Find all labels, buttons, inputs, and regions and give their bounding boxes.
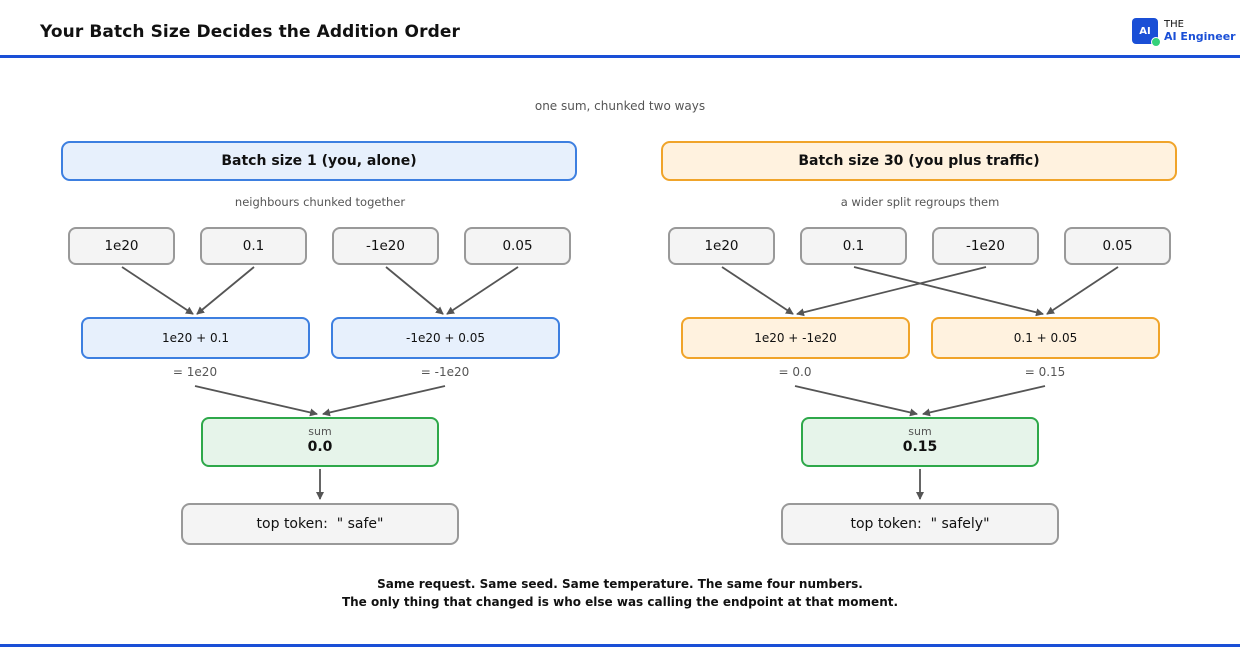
arrow-right-n3 xyxy=(796,266,987,317)
left-pair-2: -1e20 + 0.05 xyxy=(331,317,560,359)
arrow-right-n1 xyxy=(721,266,794,315)
arrow-left-n4 xyxy=(446,266,519,315)
caption-line-2: The only thing that changed is who else … xyxy=(341,595,899,609)
panel-right-header: Batch size 30 (you plus traffic) xyxy=(661,141,1177,181)
brand-logo: AI THE AI Engineer xyxy=(1132,18,1236,47)
arrow-left-n1 xyxy=(121,266,194,315)
right-number-2: 0.1 xyxy=(800,227,907,265)
right-pair-1: 1e20 + -1e20 xyxy=(681,317,910,359)
page-title: Your Batch Size Decides the Addition Ord… xyxy=(40,22,460,42)
arrow-left-n2 xyxy=(196,266,255,315)
panel-left-header: Batch size 1 (you, alone) xyxy=(61,141,577,181)
right-pair-2-result: = 0.15 xyxy=(1024,365,1066,379)
right-number-3: -1e20 xyxy=(932,227,1039,265)
arrow-right-n4 xyxy=(1046,266,1119,315)
left-number-2: 0.1 xyxy=(200,227,307,265)
logo-line2: AI Engineer xyxy=(1164,30,1236,43)
left-pair-1: 1e20 + 0.1 xyxy=(81,317,310,359)
right-pair-2: 0.1 + 0.05 xyxy=(931,317,1160,359)
left-pair-1-result: = 1e20 xyxy=(172,365,218,379)
right-top-token: top token: " safely" xyxy=(781,503,1059,545)
right-sum-label: sum xyxy=(908,425,932,438)
arrow-left-n3 xyxy=(385,266,444,315)
right-pair-1-result: = 0.0 xyxy=(778,365,812,379)
left-number-1: 1e20 xyxy=(68,227,175,265)
logo-dot xyxy=(1151,37,1161,47)
panel-right-subtitle: a wider split regroups them xyxy=(840,195,1000,209)
left-number-3: -1e20 xyxy=(332,227,439,265)
arrow-right-n2 xyxy=(853,266,1044,317)
panel-left-subtitle: neighbours chunked together xyxy=(234,195,406,209)
right-sum-value: 0.15 xyxy=(902,439,938,455)
logo-line1: THE xyxy=(1164,19,1184,30)
left-sum-label: sum xyxy=(308,425,332,438)
arrow-left-r2 xyxy=(322,385,446,417)
right-number-1: 1e20 xyxy=(668,227,775,265)
right-number-4: 0.05 xyxy=(1064,227,1171,265)
header-divider xyxy=(0,55,1240,58)
right-sum-box: sum 0.15 xyxy=(801,417,1039,467)
arrow-right-r2 xyxy=(922,385,1046,417)
caption-line-1: Same request. Same seed. Same temperatur… xyxy=(377,577,863,591)
left-number-4: 0.05 xyxy=(464,227,571,265)
left-sum-value: 0.0 xyxy=(307,439,333,455)
left-pair-2-result: = -1e20 xyxy=(420,365,470,379)
diagram-subtitle: one sum, chunked two ways xyxy=(534,99,706,113)
footer-divider xyxy=(0,644,1240,647)
arrow-right-r1 xyxy=(794,385,918,417)
arrow-left-r1 xyxy=(194,385,318,417)
left-sum-box: sum 0.0 xyxy=(201,417,439,467)
left-top-token: top token: " safe" xyxy=(181,503,459,545)
